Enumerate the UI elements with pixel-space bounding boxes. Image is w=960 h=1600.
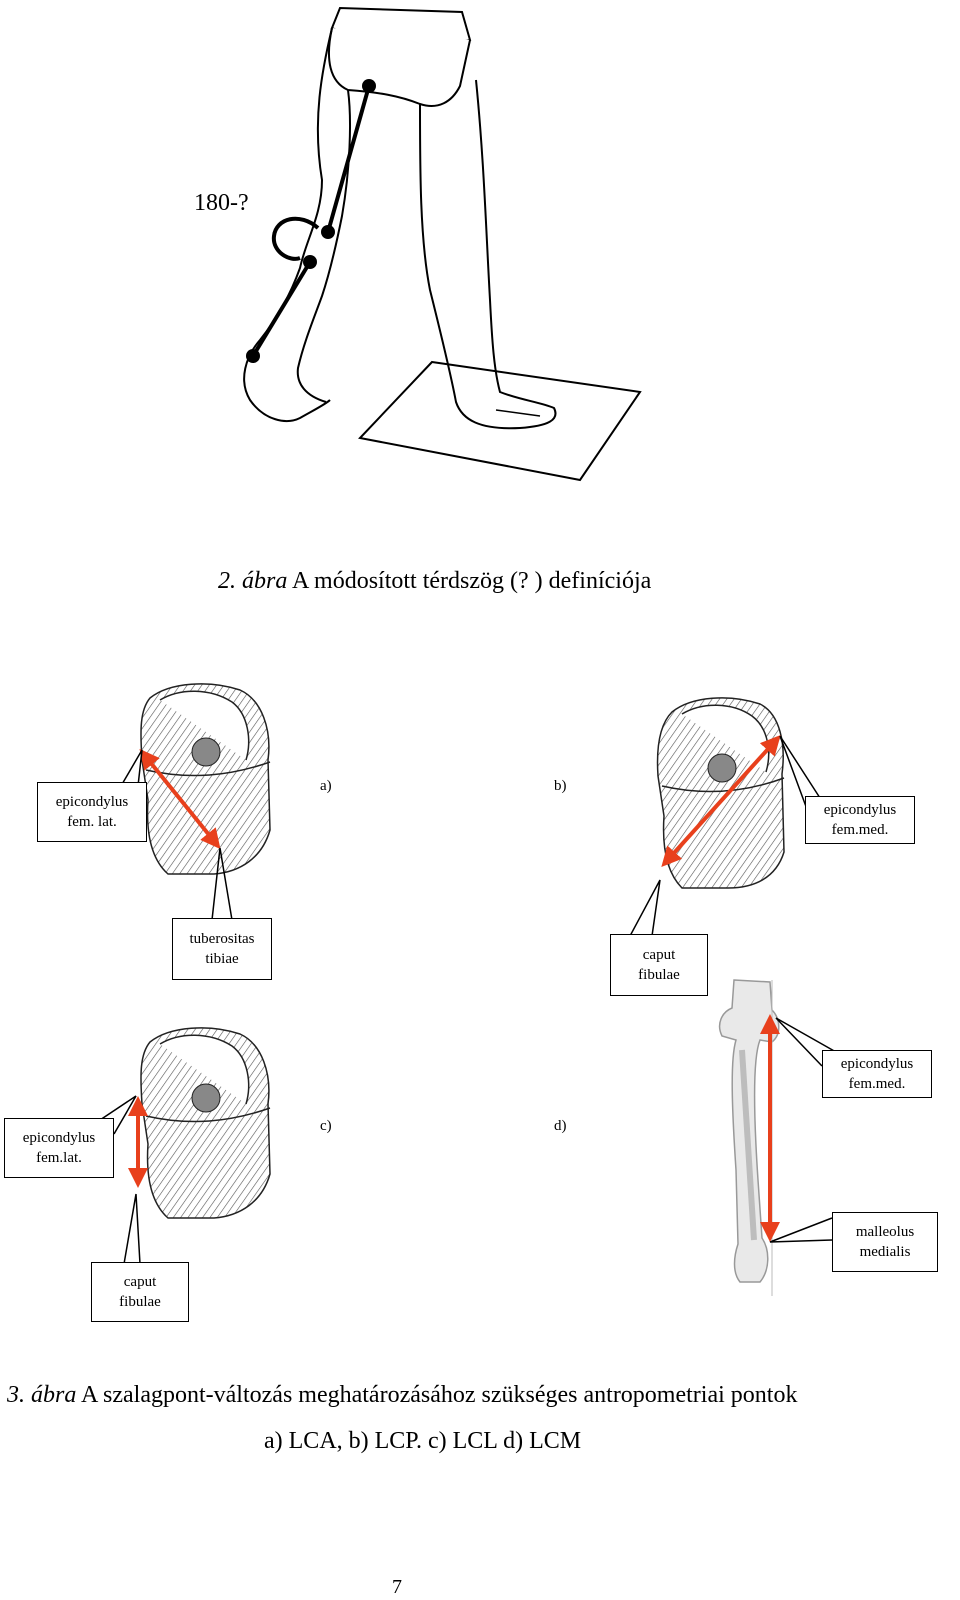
- figure2-leg-drawing: [243, 6, 642, 482]
- figure2-caption-label: 2. ábra: [218, 568, 288, 594]
- shank-segment: [251, 260, 312, 358]
- pointer-b-bottom: [629, 879, 661, 937]
- callout-line1: caput: [123, 1274, 157, 1290]
- callout-line1: epicondylus: [823, 802, 897, 818]
- knee-lower-marker: [303, 255, 317, 269]
- callout-line1: epicondylus: [22, 1130, 96, 1146]
- callout-line2: fem.lat.: [36, 1150, 82, 1166]
- pointer-d-top: [775, 1017, 837, 1067]
- pointer-c-bottom: [123, 1193, 141, 1265]
- angle-label: 180-?: [194, 190, 249, 216]
- panel-label-c: c): [320, 1118, 332, 1134]
- thigh-segment: [326, 85, 371, 233]
- pointer-a-bottom: [211, 847, 233, 921]
- callout-line2: fem.med.: [831, 822, 889, 838]
- callout-line2: medialis: [859, 1244, 911, 1260]
- front-leg-outline: [419, 79, 557, 430]
- callout-b-epicondylus-fem-med: epicondylus fem.med.: [805, 796, 915, 844]
- figure3-caption-text: A szalagpont-változás meghatározásához s…: [76, 1382, 798, 1408]
- knee-illustration-c: [140, 1027, 271, 1219]
- callout-c-epicondylus-fem-lat: epicondylus fem.lat.: [4, 1118, 114, 1178]
- floor-plate: [358, 360, 642, 482]
- figure3-caption: 3. ábra A szalagpont-változás meghatároz…: [7, 1382, 797, 1409]
- figure3-caption-line2: a) LCA, b) LCP. c) LCL d) LCM: [264, 1428, 582, 1454]
- figure2-caption-text: A módosított térdszög (? ) definíciója: [287, 568, 652, 594]
- hip-marker: [362, 79, 376, 93]
- callout-line1: epicondylus: [840, 1056, 914, 1072]
- callout-line1: epicondylus: [55, 794, 129, 810]
- front-foot-detail: [495, 409, 541, 417]
- callout-line1: caput: [642, 947, 676, 963]
- callout-line2: fem. lat.: [67, 814, 117, 830]
- pointer-d-bottom: [769, 1217, 833, 1243]
- pointer-c-top: [99, 1095, 137, 1135]
- callout-d-malleolus-medialis: malleolus medialis: [832, 1212, 938, 1272]
- figure3-drawing: [99, 683, 837, 1296]
- callout-d-epicondylus-fem-med: epicondylus fem.med.: [822, 1050, 932, 1098]
- pointer-b-top: [779, 735, 821, 813]
- arrow-a: [139, 748, 221, 850]
- callout-line2: tibiae: [205, 951, 239, 967]
- angle-arc: [271, 216, 320, 261]
- panel-label-a: a): [320, 778, 332, 794]
- callout-line2: fibulae: [119, 1294, 161, 1310]
- callout-line2: fibulae: [638, 967, 680, 983]
- callout-a-epicondylus-fem-lat: epicondylus fem. lat.: [37, 782, 147, 842]
- callout-line1: malleolus: [855, 1224, 915, 1240]
- knee-illustration-b: [656, 697, 785, 889]
- callout-a-tuberositas-tibiae: tuberositas tibiae: [172, 918, 272, 980]
- knee-upper-marker: [321, 225, 335, 239]
- page-number: 7: [392, 1576, 402, 1598]
- figure2-caption: 2. ábra A módosított térdszög (? ) defin…: [218, 568, 651, 595]
- panel-label-d: d): [554, 1118, 567, 1134]
- arrow-b: [661, 735, 781, 867]
- callout-c-caput-fibulae: caput fibulae: [91, 1262, 189, 1322]
- figure3-caption-label: 3. ábra: [7, 1382, 77, 1408]
- knee-illustration-a: [140, 683, 271, 875]
- callout-line1: tuberositas: [189, 931, 255, 947]
- callout-line2: fem.med.: [848, 1076, 906, 1092]
- panel-label-b: b): [554, 778, 567, 794]
- callout-b-caput-fibulae: caput fibulae: [610, 934, 708, 996]
- ankle-marker: [246, 349, 260, 363]
